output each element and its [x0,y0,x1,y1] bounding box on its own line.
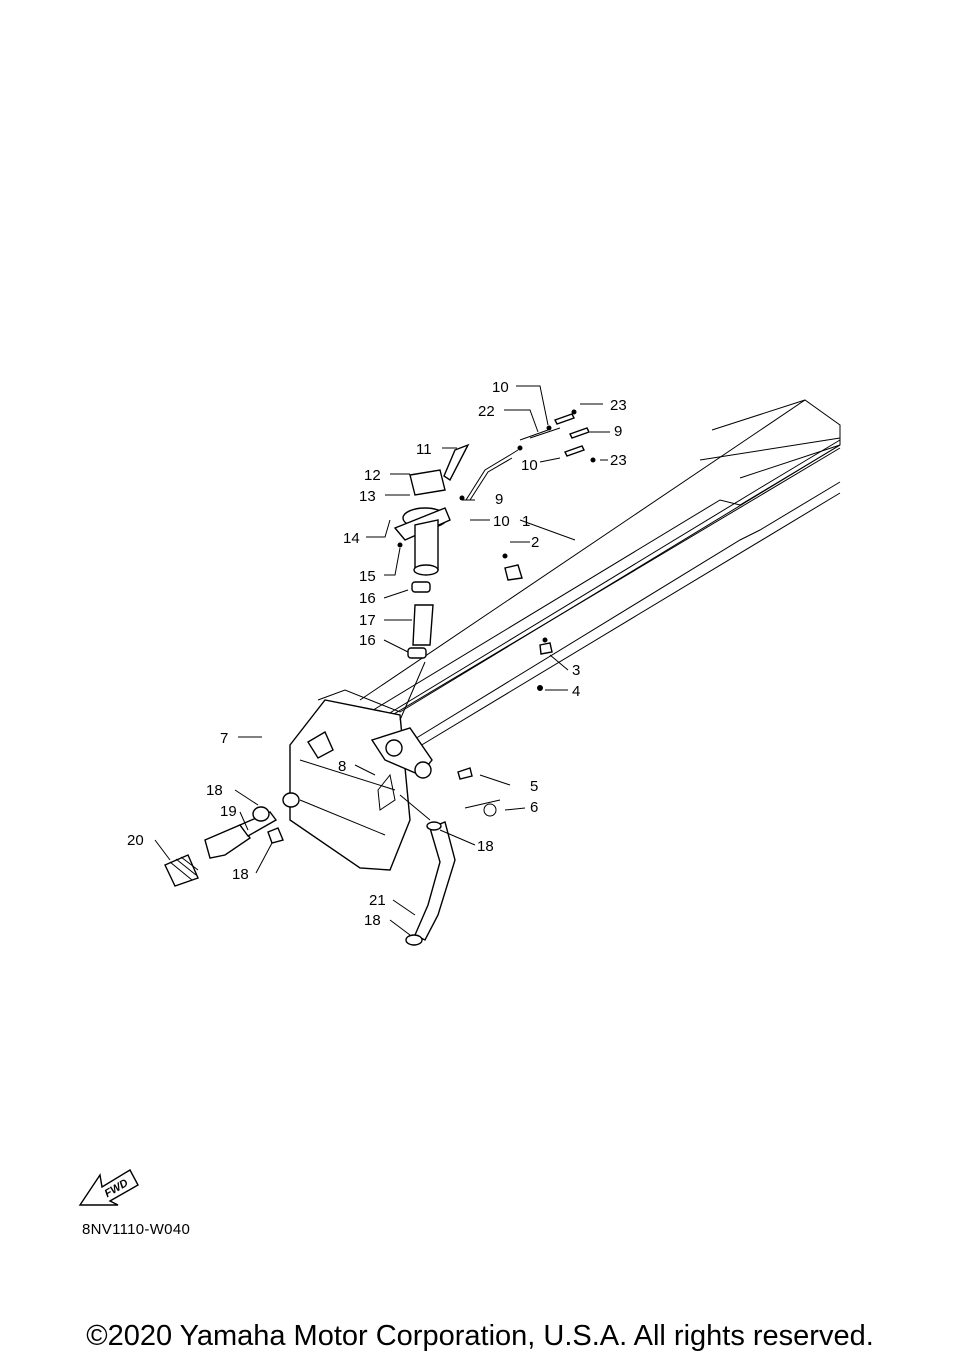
small-parts [457,553,553,817]
callout-23-lower: 23 [610,452,627,469]
filler-neck-assembly [393,469,451,576]
callout-23-upper: 23 [610,397,627,414]
callout-1: 1 [522,513,530,530]
callout-16-lower: 16 [359,632,376,649]
hose-17 [399,581,434,721]
callout-14: 14 [343,530,360,547]
callout-10-top: 10 [492,379,509,396]
callout-10-lower: 10 [493,513,510,530]
callout-13: 13 [359,488,376,505]
callout-6: 6 [530,799,538,816]
callout-2: 2 [531,534,539,551]
callout-18-bottom: 18 [364,912,381,929]
drawing-code: 8NV1110-W040 [82,1221,191,1238]
leader-lines [154,385,610,936]
callout-labels: 1 2 3 4 5 6 7 8 9 9 10 10 10 11 12 13 14… [127,379,627,929]
callout-18-left-upper: 18 [206,782,223,799]
callout-12: 12 [364,467,381,484]
callout-10-middle: 10 [521,457,538,474]
callout-9-lower: 9 [495,491,503,508]
callout-22: 22 [478,403,495,420]
tunnel-rails [317,399,841,753]
callout-18-center: 18 [477,838,494,855]
hose-21 [405,821,456,946]
callout-5: 5 [530,778,538,795]
callout-17: 17 [359,612,376,629]
copyright-notice: ©2020 Yamaha Motor Corporation, U.S.A. A… [86,1320,874,1352]
callout-20: 20 [127,832,144,849]
left-fittings [164,792,300,887]
callout-16-upper: 16 [359,590,376,607]
callout-21: 21 [369,892,386,909]
vent-lines [443,409,596,501]
callout-4: 4 [572,683,580,700]
callout-15: 15 [359,568,376,585]
callout-19: 19 [220,803,237,820]
callout-11: 11 [416,441,432,458]
callout-8: 8 [338,758,346,775]
callout-18-left-lower: 18 [232,866,249,883]
callout-7: 7 [220,730,228,747]
parts-diagram: 1 2 3 4 5 6 7 8 9 9 10 10 10 11 12 13 14… [78,379,841,1206]
callout-9-upper: 9 [614,423,622,440]
callout-3: 3 [572,662,580,679]
connector-block [370,727,433,821]
fwd-arrow-icon: FWD [78,1169,139,1206]
